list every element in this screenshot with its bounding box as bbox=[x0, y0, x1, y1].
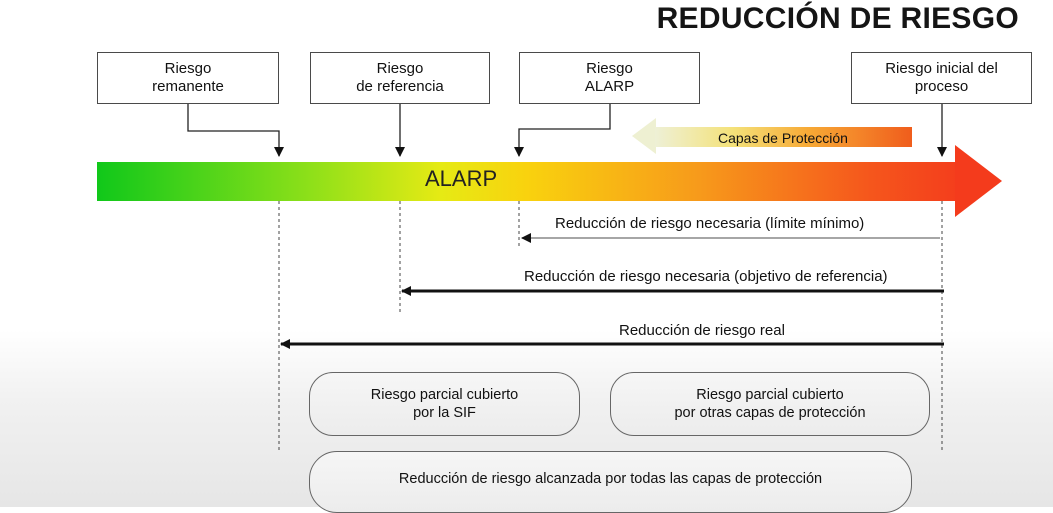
risk-bar-arrowhead bbox=[955, 145, 1002, 217]
pill-reduccion-todas-capas: Reducción de riesgo alcanzada por todas … bbox=[309, 451, 912, 513]
capas-arrow-body bbox=[655, 127, 912, 147]
reduccion-objetivo-label: Reducción de riesgo necesaria (objetivo … bbox=[524, 268, 888, 285]
box-riesgo-referencia: Riesgo de referencia bbox=[310, 52, 490, 104]
box-connectors bbox=[187, 104, 947, 157]
risk-gradient-bar bbox=[97, 162, 957, 201]
pill-line-1: Reducción de riesgo alcanzada por todas … bbox=[398, 471, 823, 487]
pill-riesgo-sif: Riesgo parcial cubierto por la SIF bbox=[309, 372, 580, 436]
capas-proteccion-arrow: Capas de Protección bbox=[632, 118, 912, 154]
alarp-label: ALARP bbox=[425, 166, 498, 191]
box-line-2: proceso bbox=[914, 78, 969, 95]
page-title: REDUCCIÓN DE RIESGO bbox=[656, 2, 1019, 35]
reduccion-minimo-label: Reducción de riesgo necesaria (límite mí… bbox=[555, 215, 865, 232]
dashed-guides bbox=[278, 201, 943, 450]
pill-line-1: Riesgo parcial cubierto bbox=[696, 387, 844, 403]
connector-remanente bbox=[187, 104, 284, 157]
capas-arrowhead bbox=[632, 118, 656, 154]
box-line-1: Riesgo inicial del bbox=[885, 60, 998, 77]
box-riesgo-inicial: Riesgo inicial del proceso bbox=[851, 52, 1032, 104]
box-line-2: de referencia bbox=[356, 78, 444, 95]
pill-line-2: por la SIF bbox=[413, 405, 476, 421]
box-line-2: ALARP bbox=[584, 78, 635, 95]
pill-riesgo-otras-capas: Riesgo parcial cubierto por otras capas … bbox=[610, 372, 930, 436]
pill-line-1: Riesgo parcial cubierto bbox=[370, 387, 519, 403]
box-line-1: Riesgo bbox=[586, 60, 633, 77]
box-line-1: Riesgo bbox=[376, 60, 424, 77]
reduccion-real-label: Reducción de riesgo real bbox=[619, 322, 785, 339]
box-line-2: remanente bbox=[152, 78, 224, 95]
box-riesgo-alarp: Riesgo ALARP bbox=[519, 52, 700, 104]
capas-proteccion-label: Capas de Protección bbox=[718, 130, 848, 146]
box-riesgo-remanente: Riesgo remanente bbox=[97, 52, 279, 104]
pill-line-2: por otras capas de protección bbox=[674, 405, 866, 421]
connector-alarp bbox=[514, 104, 611, 157]
box-line-1: Riesgo bbox=[164, 60, 212, 77]
